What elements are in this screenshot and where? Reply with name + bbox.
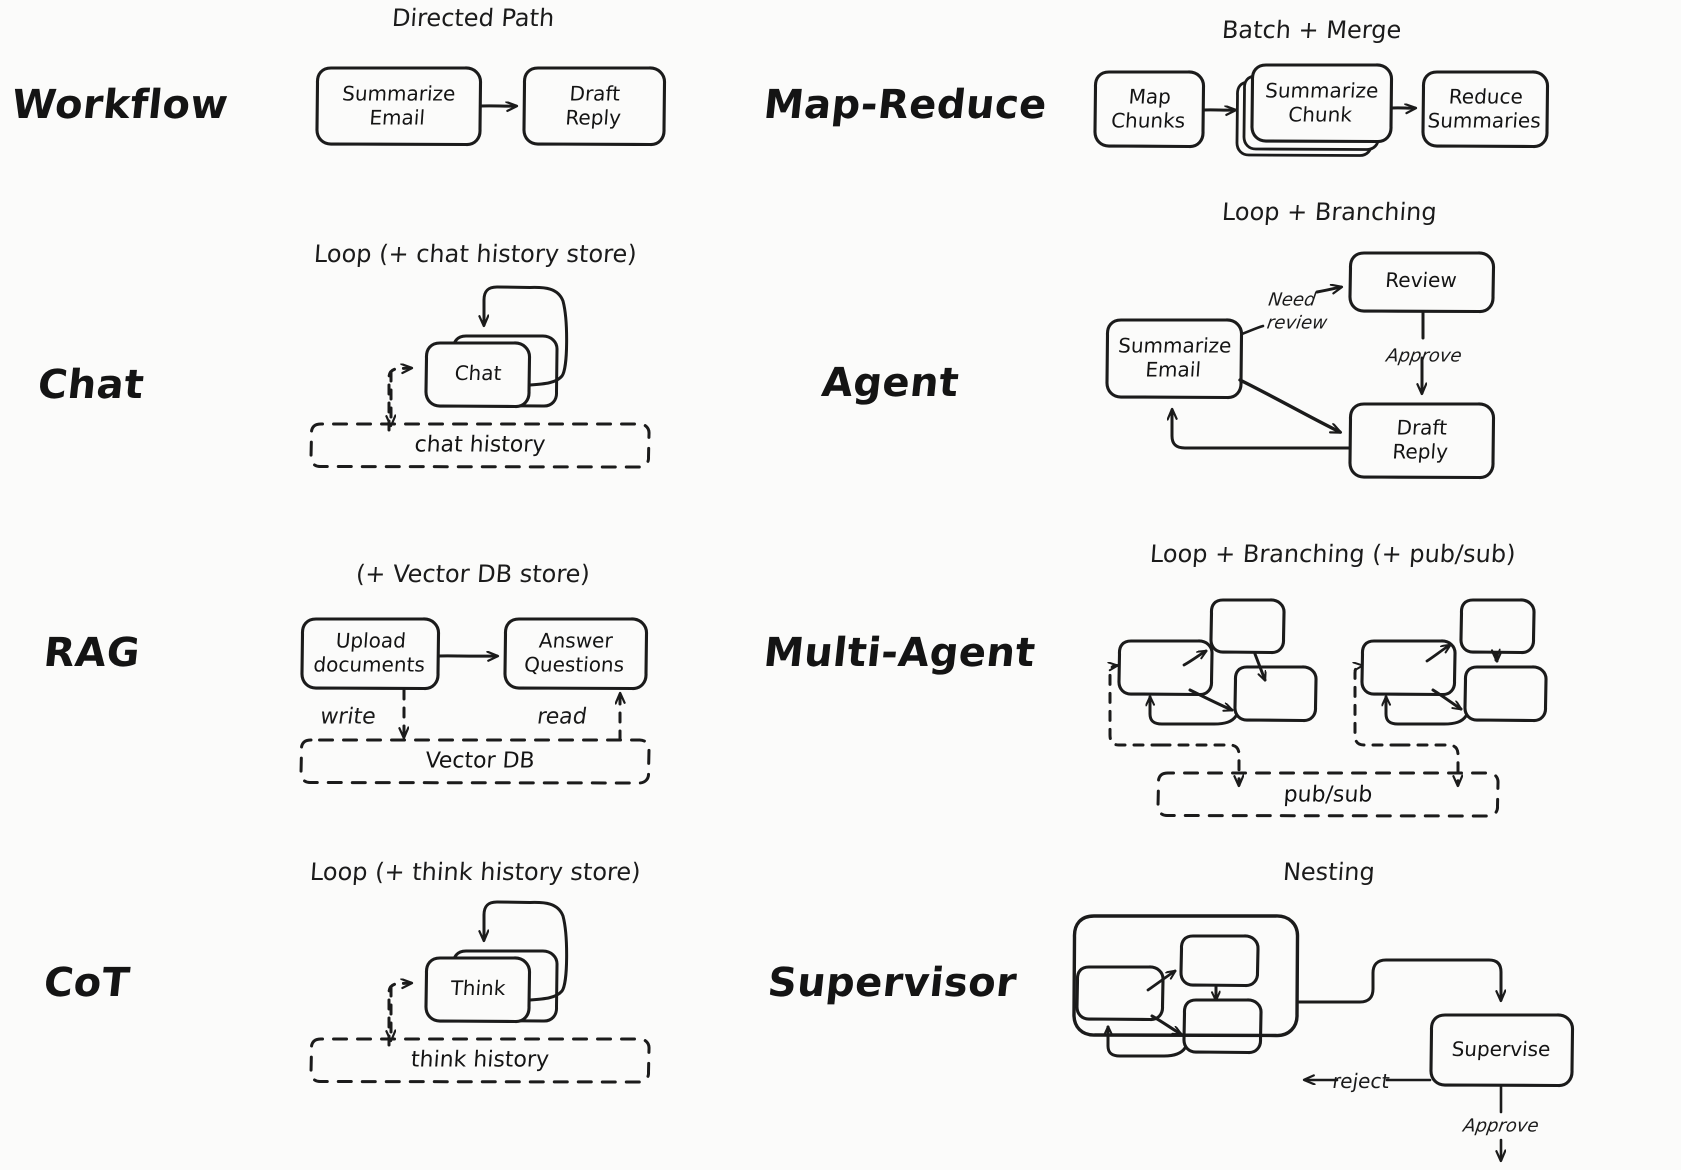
edge-chat-history-read (387, 368, 411, 432)
node-box-ma-l-a (1117, 639, 1214, 697)
edge-ma-r-a-to-c (1431, 688, 1463, 711)
store-label-vector-db: Vector DB (424, 748, 536, 774)
edge-label-approve-agent: Approve (1384, 345, 1464, 367)
edge-review-to-draft-approve (1422, 311, 1423, 393)
node-box-upload-documents (300, 617, 441, 691)
caption-loop-chat-history: Loop (+ chat history store) (313, 240, 638, 268)
node-box-summarize-chunk (1250, 63, 1394, 144)
node-box-ma-r-b (1459, 598, 1536, 655)
edge-ma-l-entry (1110, 666, 1163, 747)
node-box-summarize-email (315, 66, 483, 147)
edge-sup-a-to-b (1146, 969, 1175, 992)
caption-batch-merge: Batch + Merge (1221, 16, 1403, 44)
node-box-sup-b (1179, 934, 1260, 988)
node-box-answer-questions (503, 617, 649, 691)
edge-ma-l-to-pubsub (1159, 743, 1239, 785)
store-think-history (309, 1037, 651, 1084)
multiagent-cluster-left (1110, 598, 1318, 785)
edge-label-reject: reject (1330, 1069, 1392, 1093)
row-label-multi-agent: Multi-Agent (761, 630, 1038, 676)
node-box-review (1348, 251, 1496, 314)
multiagent-cluster-right (1355, 598, 1548, 785)
row-label-cot: CoT (41, 960, 133, 1006)
row-label-map-reduce: Map-Reduce (761, 82, 1050, 128)
edge-ma-r-to-pubsub (1398, 743, 1458, 785)
node-box-think (424, 956, 532, 1024)
multiagent-graph (1110, 598, 1548, 818)
edge-ma-r-entry (1355, 666, 1402, 747)
caption-loop-branching: Loop + Branching (1221, 198, 1438, 226)
edge-need-review-arrow (1315, 287, 1341, 292)
node-box-supervise (1429, 1013, 1575, 1088)
edge-label-approve-supervisor: Approve (1461, 1115, 1541, 1137)
row-label-rag: RAG (41, 630, 143, 676)
edge-ma-l-b-to-c (1253, 652, 1265, 680)
chat-graph (309, 285, 651, 469)
edge-ma-l-a-to-b (1182, 649, 1206, 667)
caption-directed-path: Directed Path (391, 4, 556, 32)
caption-loop-think-history: Loop (+ think history store) (309, 858, 642, 886)
edge-label-read: read (535, 704, 589, 730)
edge-ma-l-a-to-c (1188, 688, 1234, 710)
row-label-chat: Chat (35, 362, 147, 408)
node-box-ma-r-a (1360, 639, 1457, 697)
edge-label-review: review (1265, 312, 1329, 334)
store-label-pubsub: pub/sub (1282, 782, 1374, 808)
edge-ma-r-a-to-b (1425, 643, 1450, 663)
node-box-sup-c (1182, 998, 1263, 1055)
node-box-summarize-email-agent (1105, 318, 1244, 400)
node-box-chat (424, 341, 532, 409)
edge-chat-self-loop (484, 285, 569, 387)
store-chat-history (309, 422, 651, 469)
store-label-chat-history: chat history (413, 432, 547, 458)
store-vector-db (299, 738, 651, 785)
supervisor-graph (1072, 914, 1575, 1160)
agent-graph (1105, 251, 1496, 480)
edge-summarize-to-draft-direct (1238, 378, 1340, 432)
store-label-think-history: think history (410, 1047, 550, 1073)
node-box-sup-a (1075, 965, 1165, 1022)
edge-draft-back-to-summarize (1172, 410, 1352, 450)
row-label-workflow: Workflow (9, 82, 231, 128)
node-box-draft-reply-agent (1348, 402, 1496, 480)
edge-think-self-loop (484, 900, 569, 1002)
edge-ma-r-c-to-a (1386, 695, 1468, 726)
mapreduce-graph (1093, 63, 1550, 157)
node-box-ma-r-c (1463, 665, 1548, 723)
node-box-ma-l-c (1233, 665, 1318, 723)
row-label-supervisor: Supervisor (765, 960, 1019, 1006)
edge-group-to-supervise (1296, 958, 1501, 1004)
edge-label-write: write (318, 704, 378, 730)
edge-summarize-to-review (1240, 324, 1265, 336)
row-label-agent: Agent (819, 360, 962, 406)
node-box-reduce-summaries (1421, 70, 1550, 149)
workflow-graph (315, 66, 667, 147)
caption-nesting: Nesting (1282, 858, 1376, 886)
edge-think-history-read (387, 983, 411, 1047)
caption-loop-branching-pubsub: Loop + Branching (+ pub/sub) (1149, 540, 1517, 568)
node-box-map-chunks (1093, 70, 1206, 149)
edge-label-need: Need (1267, 289, 1317, 311)
cot-graph (309, 900, 651, 1084)
node-box-ma-l-b (1209, 598, 1286, 655)
edge-sup-a-to-c (1150, 1014, 1183, 1036)
node-box-draft-reply (522, 66, 667, 147)
rag-graph (299, 617, 651, 785)
edge-sup-c-to-a (1108, 1025, 1187, 1058)
edge-ma-l-c-to-a (1150, 695, 1238, 726)
store-pubsub (1156, 771, 1500, 818)
nested-agent-group-box (1072, 914, 1300, 1038)
caption-vector-db-store: (+ Vector DB store) (355, 560, 591, 588)
